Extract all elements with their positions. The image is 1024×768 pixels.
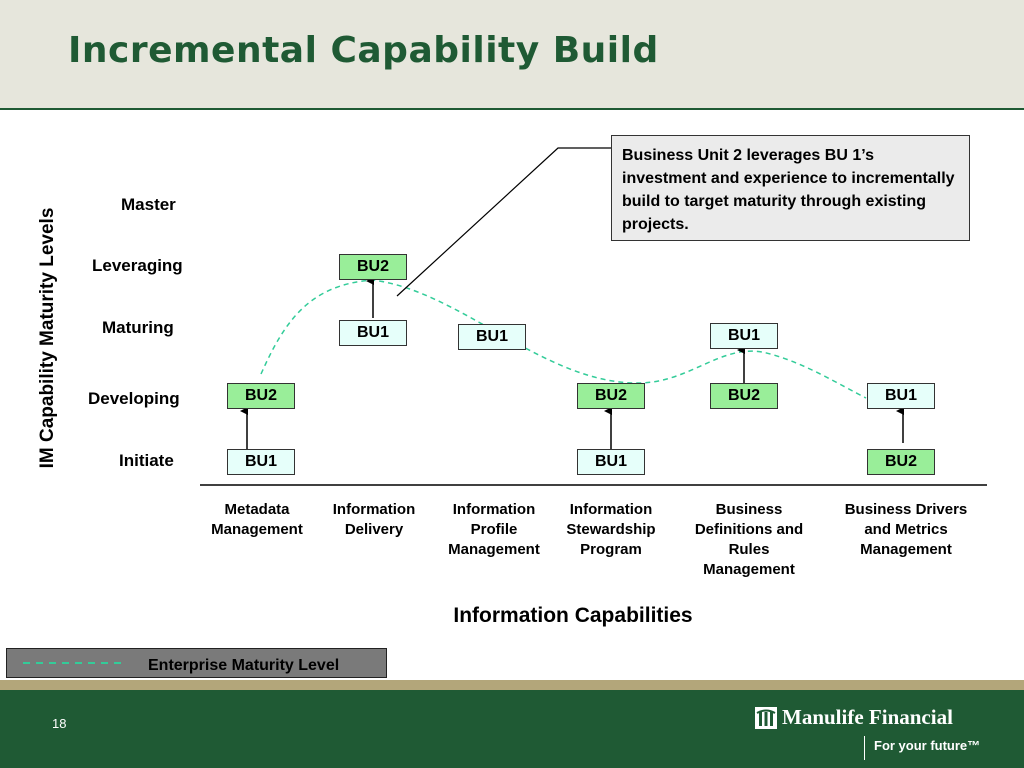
capability-metadata-management: Metadata Management bbox=[211, 501, 303, 538]
box-drivers-initiate: BU2 bbox=[867, 449, 935, 475]
capability-business-definitions: Business Definitions and Rules Managemen… bbox=[694, 501, 804, 578]
box-metadata-developing: BU2 bbox=[227, 383, 295, 409]
enterprise-maturity-line bbox=[260, 279, 867, 399]
slide-header: Incremental Capability Build bbox=[0, 0, 1024, 110]
tagline: For your future™ bbox=[874, 738, 981, 753]
capability-information-stewardship-program: Information Stewardship Program bbox=[566, 501, 656, 558]
legend: Enterprise Maturity Level bbox=[6, 648, 387, 678]
level-initiate: Initiate bbox=[119, 451, 174, 470]
box-definitions-maturing: BU1 bbox=[710, 323, 778, 349]
manulife-logo-icon bbox=[755, 707, 777, 729]
callout-box: Business Unit 2 leverages BU 1’s investm… bbox=[611, 135, 970, 241]
slide-title: Incremental Capability Build bbox=[68, 30, 659, 71]
legend-label: Enterprise Maturity Level bbox=[148, 657, 340, 674]
x-axis-title: Information Capabilities bbox=[453, 604, 693, 627]
level-master: Master bbox=[121, 195, 176, 214]
page-number: 18 bbox=[52, 716, 67, 731]
level-maturing: Maturing bbox=[102, 318, 174, 337]
capability-business-drivers: Business Drivers and Metrics Management bbox=[844, 501, 968, 558]
slide-footer: 18 Manulife Financial For your future™ bbox=[0, 690, 1024, 768]
tagline-divider bbox=[864, 736, 865, 760]
box-definitions-developing: BU2 bbox=[710, 383, 778, 409]
callout-leader-line bbox=[396, 147, 611, 297]
box-delivery-maturing: BU1 bbox=[339, 320, 407, 346]
legend-label-box: Enterprise Maturity Level bbox=[141, 654, 385, 675]
box-stewardship-developing: BU2 bbox=[577, 383, 645, 409]
box-delivery-leveraging: BU2 bbox=[339, 254, 407, 280]
box-drivers-developing: BU1 bbox=[867, 383, 935, 409]
level-developing: Developing bbox=[88, 389, 180, 408]
legend-dash-sample bbox=[23, 662, 123, 664]
box-metadata-initiate: BU1 bbox=[227, 449, 295, 475]
box-stewardship-initiate: BU1 bbox=[577, 449, 645, 475]
level-leveraging: Leveraging bbox=[92, 256, 183, 275]
footer-accent-strip bbox=[0, 680, 1024, 690]
capability-information-profile-management: Information Profile Management bbox=[448, 501, 540, 558]
brand-name: Manulife Financial bbox=[782, 705, 953, 729]
box-profile-maturing: BU1 bbox=[458, 324, 526, 350]
capability-information-delivery: Information Delivery bbox=[332, 501, 416, 538]
